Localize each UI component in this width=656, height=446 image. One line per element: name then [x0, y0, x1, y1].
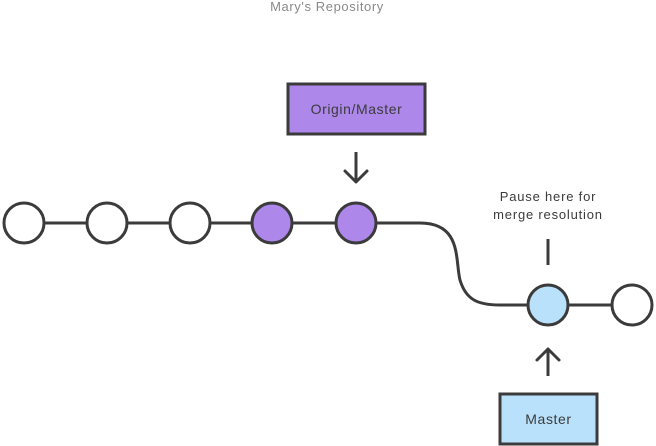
commit-node — [2, 201, 46, 245]
commit-node — [168, 201, 212, 245]
diagram-title: Mary's Repository — [270, 0, 384, 14]
commit-node — [85, 201, 129, 245]
origin-commit-node — [334, 201, 378, 245]
master-label-box — [498, 392, 599, 446]
merge-note-line-1: Pause here for — [500, 189, 596, 204]
origin-master-label-box — [286, 82, 427, 136]
merge-note-line-2: merge resolution — [493, 207, 603, 222]
arrow-down-head-icon — [343, 169, 369, 184]
local-commit-node — [526, 283, 570, 327]
arrow-up-head-icon — [535, 347, 561, 362]
master-label: Master — [525, 411, 571, 427]
origin-master-label: Origin/Master — [311, 101, 403, 117]
commit-node — [610, 283, 654, 327]
rebase-curve — [378, 221, 548, 307]
origin-commit-node — [250, 201, 294, 245]
